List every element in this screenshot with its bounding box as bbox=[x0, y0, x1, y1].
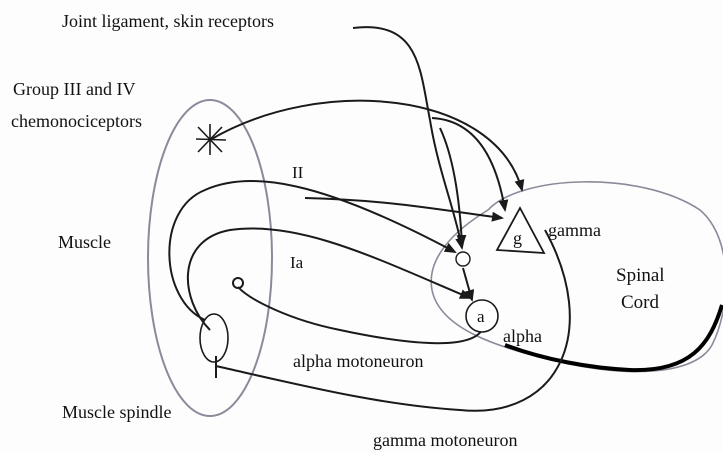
chemonociceptor-branch-line bbox=[440, 128, 462, 245]
joint-to-gamma-line bbox=[432, 118, 505, 210]
label-group-iii-iv: Group III and IV bbox=[13, 79, 135, 99]
label-g: g bbox=[513, 228, 522, 248]
label-muscle: Muscle bbox=[58, 232, 111, 252]
label-spinal: Spinal bbox=[616, 265, 665, 286]
label-gamma-motoneuron: gamma motoneuron bbox=[373, 430, 517, 450]
label-muscle-spindle: Muscle spindle bbox=[62, 402, 172, 422]
gamma-motoneuron-line bbox=[216, 230, 570, 411]
chemonociceptor-afferent-line bbox=[210, 101, 522, 190]
label-gamma: gamma bbox=[548, 220, 601, 240]
label-ia: Ia bbox=[290, 253, 304, 272]
ia-afferent-line bbox=[188, 228, 470, 330]
label-cord: Cord bbox=[621, 292, 660, 313]
label-joint-receptors: Joint ligament, skin receptors bbox=[62, 11, 274, 31]
label-group-ii: II bbox=[292, 163, 304, 182]
spinal-cord-outline bbox=[431, 182, 723, 372]
alpha-nerve-ending bbox=[233, 278, 243, 288]
group-ii-afferent-line bbox=[169, 181, 455, 320]
joint-afferent-line bbox=[353, 27, 462, 248]
label-alpha: alpha bbox=[503, 326, 542, 346]
interneuron bbox=[456, 252, 470, 266]
chemonociceptor-star-icon bbox=[196, 124, 226, 155]
label-alpha-motoneuron: alpha motoneuron bbox=[293, 351, 423, 371]
label-a: a bbox=[477, 307, 485, 326]
group-ii-branch-line bbox=[305, 198, 502, 218]
muscle-spindle bbox=[200, 314, 228, 362]
label-chemonociceptors: chemonociceptors bbox=[11, 111, 142, 131]
